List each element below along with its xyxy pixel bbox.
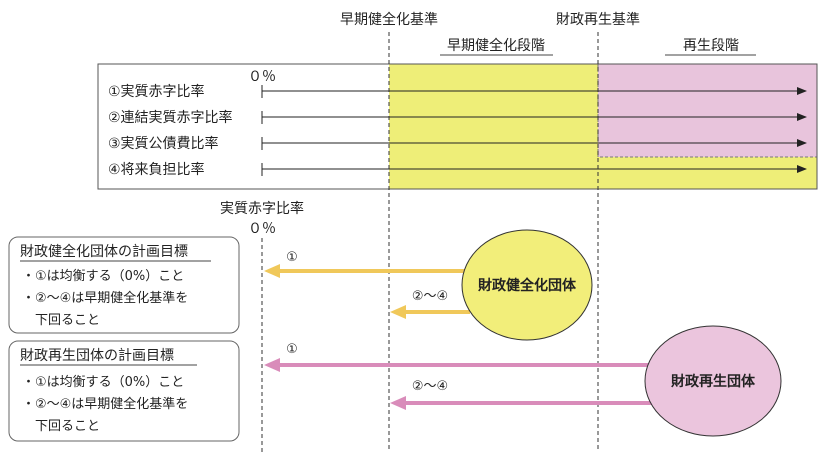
rebuild-arrow-1-head xyxy=(264,358,280,372)
plan-rebuild-line-2: ・②～④は早期健全化基準を xyxy=(22,396,188,412)
ratio-label-1: ①実質赤字比率 xyxy=(108,83,205,100)
lower-axis-title: 実質赤字比率 xyxy=(220,200,304,217)
plan-box-rebuild-frame xyxy=(8,340,240,442)
early-standard-label: 早期健全化基準 xyxy=(340,11,438,28)
rebuild-stage-zone xyxy=(598,64,817,157)
rebuild-arrow-2-label: ②～④ xyxy=(412,379,448,394)
plan-box-rebuild: 財政再生団体の計画目標 ・①は均衡する（0%）こと ・②～④は早期健全化基準を … xyxy=(8,340,240,442)
rebuild-entity-circle xyxy=(644,325,782,437)
lower-axis-zero: ０％ xyxy=(248,221,276,237)
plan-title-soundness: 財政健全化団体の計画目標 xyxy=(20,243,188,260)
plan-soundness-line-3: 下回ること xyxy=(22,313,100,328)
soundness-entity-circle xyxy=(461,229,593,341)
soundness-arrow-1-head xyxy=(264,264,280,278)
ratio-zero-label: ０％ xyxy=(248,69,276,85)
soundness-arrow-1-label: ① xyxy=(286,250,298,265)
fiscal-standard-label: 財政再生基準 xyxy=(556,11,640,28)
soundness-arrow-2-head xyxy=(390,305,406,319)
soundness-arrow-2-label: ②～④ xyxy=(412,289,448,304)
plan-rebuild-line-1: ・①は均衡する（0%）こと xyxy=(22,375,184,390)
ratio-label-4: ④将来負担比率 xyxy=(108,161,205,178)
rebuild-entity-label: 財政再生団体 xyxy=(670,373,756,390)
plan-soundness-line-1: ・①は均衡する（0%）こと xyxy=(22,269,184,284)
rebuild-stage-label: 再生段階 xyxy=(683,38,739,54)
ratio-row-1: ①実質赤字比率 xyxy=(108,83,807,100)
ratio-row-4: ④将来負担比率 xyxy=(108,161,807,178)
ratio-row-3: ③実質公債費比率 xyxy=(108,135,807,152)
plan-rebuild-line-3: 下回ること xyxy=(22,419,100,434)
rebuild-arrow-2-head xyxy=(390,396,406,410)
early-stage-label: 早期健全化段階 xyxy=(447,37,545,54)
plan-box-soundness: 財政健全化団体の計画目標 ・①は均衡する（0%）こと ・②～④は早期健全化基準を… xyxy=(8,236,240,334)
ratio-row-2: ②連結実質赤字比率 xyxy=(108,109,807,126)
rebuild-arrow-1-label: ① xyxy=(286,342,298,357)
ratio-label-3: ③実質公債費比率 xyxy=(108,135,219,152)
ratio-box-border xyxy=(97,63,818,190)
ratio-label-2: ②連結実質赤字比率 xyxy=(108,109,233,126)
soundness-entity-label: 財政健全化団体 xyxy=(477,277,577,294)
plan-title-rebuild: 財政再生団体の計画目標 xyxy=(20,348,174,364)
plan-soundness-line-2: ・②～④は早期健全化基準を xyxy=(22,290,188,306)
